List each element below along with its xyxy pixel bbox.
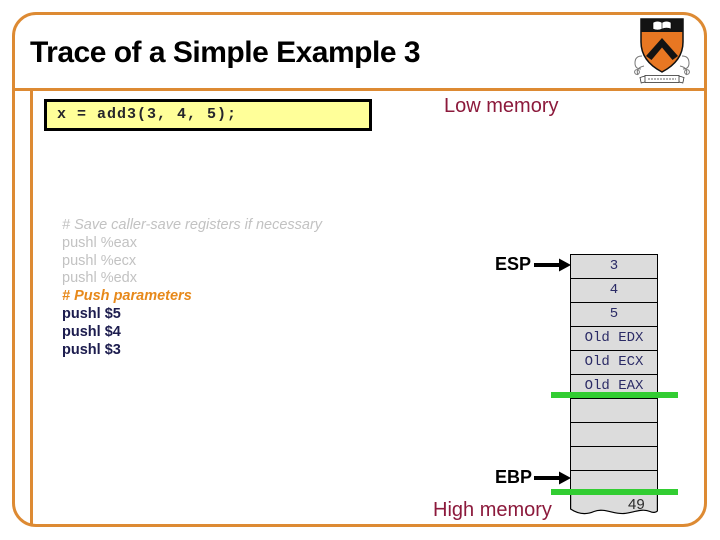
- asm-line: pushl %edx: [62, 270, 137, 287]
- assembly-code: # Save caller-save registers if necessar…: [62, 217, 322, 359]
- stack-cell: 4: [571, 279, 657, 303]
- asm-line: pushl %ecx: [62, 252, 137, 269]
- page-number: 49: [628, 496, 645, 513]
- asm-line: pushl $4: [62, 323, 121, 340]
- asm-line: pushl %eax: [62, 234, 137, 251]
- stack-cell: [571, 423, 657, 447]
- title-divider: [13, 88, 706, 91]
- stack-cell: 3: [571, 255, 657, 279]
- stack-cell: Old ECX: [571, 351, 657, 375]
- page-title: Trace of a Simple Example 3: [30, 36, 421, 69]
- stack-cell: [571, 399, 657, 423]
- stack-highlight-line: [551, 489, 678, 495]
- stack-cell: Old EDX: [571, 327, 657, 351]
- slide-border: [12, 12, 707, 527]
- esp-label: ESP: [495, 254, 532, 274]
- content-left-rule: [30, 91, 33, 526]
- asm-line: # Push parameters: [62, 288, 192, 305]
- princeton-shield-icon: [634, 18, 690, 84]
- stack-diagram: 3 4 5 Old EDX Old ECX Old EAX: [570, 254, 658, 495]
- stack-torn-edge: [570, 495, 658, 515]
- low-memory-label: Low memory: [444, 95, 559, 117]
- asm-line: pushl $5: [62, 305, 121, 322]
- ebp-arrow-icon: [534, 471, 571, 485]
- stack-highlight-line: [551, 392, 678, 398]
- asm-line: pushl $3: [62, 341, 121, 358]
- high-memory-label: High memory: [433, 499, 552, 521]
- code-snippet-box: x = add3(3, 4, 5);: [44, 99, 372, 131]
- stack-cell: [571, 447, 657, 471]
- asm-line: # Save caller-save registers if necessar…: [62, 217, 323, 233]
- stack-cell: 5: [571, 303, 657, 327]
- ebp-label: EBP: [495, 467, 533, 487]
- esp-arrow-icon: [534, 258, 571, 272]
- code-snippet-text: x = add3(3, 4, 5);: [57, 106, 238, 123]
